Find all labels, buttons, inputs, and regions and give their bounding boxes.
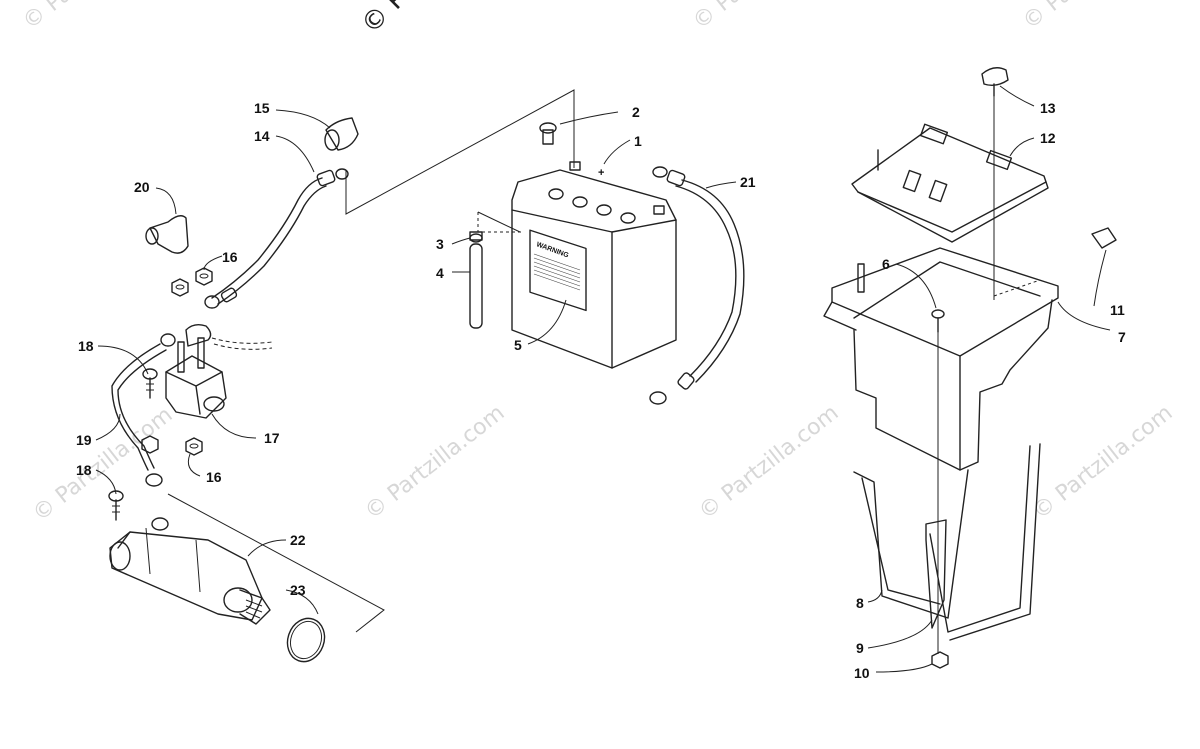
reference-line xyxy=(345,89,575,233)
terminal-screw-part[interactable] xyxy=(539,122,557,145)
callout-9[interactable]: 9 xyxy=(856,640,864,656)
reference-line xyxy=(937,96,995,654)
nut-part[interactable] xyxy=(185,437,203,456)
nut-part[interactable] xyxy=(195,267,213,286)
battery-box-part[interactable] xyxy=(823,247,1059,471)
starter-motor-part[interactable] xyxy=(109,517,271,625)
bolt-part[interactable] xyxy=(931,309,945,333)
center-strap-part[interactable] xyxy=(925,519,947,629)
strap-part[interactable] xyxy=(853,443,1041,641)
callout-18[interactable]: 18 xyxy=(76,462,92,478)
nut-part[interactable] xyxy=(171,278,189,297)
leader-lines xyxy=(95,85,1111,673)
callout-19[interactable]: 19 xyxy=(76,432,92,448)
callout-3[interactable]: 3 xyxy=(436,236,444,252)
callout-1[interactable]: 1 xyxy=(634,133,642,149)
starter-solenoid-part[interactable] xyxy=(165,323,273,419)
vent-tube-part[interactable] xyxy=(469,243,483,329)
callout-5[interactable]: 5 xyxy=(514,337,522,353)
callout-16[interactable]: 16 xyxy=(222,249,238,265)
nut-part[interactable] xyxy=(141,435,159,454)
callout-4[interactable]: 4 xyxy=(436,265,444,281)
clip-part[interactable] xyxy=(1091,227,1117,249)
callout-15[interactable]: 15 xyxy=(254,100,270,116)
callout-10[interactable]: 10 xyxy=(854,665,870,681)
terminal-cap-part[interactable] xyxy=(324,117,359,151)
nut-part[interactable] xyxy=(931,651,949,669)
watermark: © Partzilla.com xyxy=(694,401,843,525)
positive-cable-part[interactable] xyxy=(204,168,349,309)
vent-fitting-part[interactable] xyxy=(469,231,483,243)
battery-warning-label: WARNING xyxy=(535,241,570,259)
callouts: 1 2 3 4 5 6 7 8 9 10 11 12 13 14 15 16 1… xyxy=(76,100,1126,681)
callout-8[interactable]: 8 xyxy=(856,595,864,611)
boot-cap-part[interactable] xyxy=(145,215,189,254)
negative-cable-part[interactable] xyxy=(649,166,745,405)
callout-14[interactable]: 14 xyxy=(254,128,270,144)
battery-label-hatch xyxy=(533,253,581,291)
callout-21[interactable]: 21 xyxy=(740,174,756,190)
bolt-part[interactable] xyxy=(108,490,124,521)
callout-20[interactable]: 20 xyxy=(134,179,150,195)
callout-18[interactable]: 18 xyxy=(78,338,94,354)
callout-16[interactable]: 16 xyxy=(206,469,222,485)
starter-cable-part[interactable] xyxy=(111,333,176,487)
watermark-top: © Pa xyxy=(356,0,423,40)
watermark: © Partzilla.com xyxy=(18,0,167,35)
callout-12[interactable]: 12 xyxy=(1040,130,1056,146)
watermark: © Partzilla.com xyxy=(28,403,177,527)
battery-plate-part[interactable] xyxy=(851,123,1049,243)
callout-7[interactable]: 7 xyxy=(1118,329,1126,345)
watermark: © Partzilla.com xyxy=(1028,401,1177,525)
callout-11[interactable]: 11 xyxy=(1110,302,1125,318)
callout-13[interactable]: 13 xyxy=(1040,100,1056,116)
callout-17[interactable]: 17 xyxy=(264,430,280,446)
reference-line xyxy=(167,493,385,633)
knob-bolt-part[interactable] xyxy=(981,67,1009,97)
watermark: © Partzilla.com xyxy=(1018,0,1167,35)
callout-2[interactable]: 2 xyxy=(632,104,640,120)
callout-23[interactable]: 23 xyxy=(290,582,306,598)
watermark: © Partzilla.com xyxy=(360,401,509,525)
callout-22[interactable]: 22 xyxy=(290,532,306,548)
battery-part[interactable]: WARNING + xyxy=(511,161,677,369)
watermark: © Partzilla.com xyxy=(688,0,837,35)
o-ring-part[interactable] xyxy=(282,613,331,667)
battery-positive-mark: + xyxy=(598,167,604,179)
callout-6[interactable]: 6 xyxy=(882,256,890,272)
bolt-part[interactable] xyxy=(142,368,158,399)
